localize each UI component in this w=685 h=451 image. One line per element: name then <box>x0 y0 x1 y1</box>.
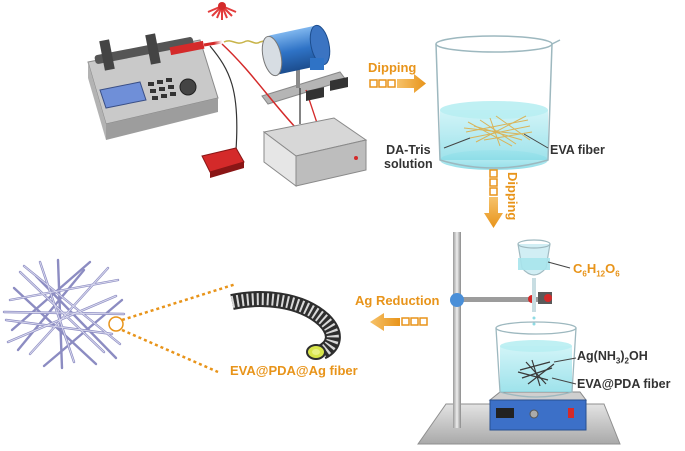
dipping-label-top: Dipping <box>368 60 416 75</box>
silver-ammonia-label: Ag(NH3)2OH <box>577 349 648 366</box>
dipping-label-vertical: Dipping <box>505 172 520 220</box>
eva-pda-ag-fiber <box>230 291 341 360</box>
eva-fiber-label: EVA fiber <box>550 143 605 157</box>
foot-pedal <box>201 147 245 178</box>
syringe-pump <box>87 33 219 140</box>
eva-pda-ag-fiber-label: EVA@PDA@Ag fiber <box>230 363 358 378</box>
dipping-beaker <box>435 35 561 170</box>
glucose-label: C6H12O6 <box>573 261 620 279</box>
da-tris-line2: solution <box>384 156 433 171</box>
rotating-collector <box>261 24 347 105</box>
zoom-circle <box>108 316 124 332</box>
eva-fiber-mat <box>463 115 533 147</box>
ag-reduction-arrow-left <box>370 313 428 331</box>
high-voltage-supply <box>262 77 368 187</box>
electrospinning-setup <box>87 2 368 187</box>
eva-pda-fiber-mat <box>517 359 555 387</box>
da-tris-label: DA-Tris solution <box>384 143 433 172</box>
dipping-arrow-right <box>369 74 426 93</box>
zoom-lines <box>121 282 237 374</box>
eva-pda-fiber-label: EVA@PDA fiber <box>577 377 671 391</box>
da-tris-line1: DA-Tris <box>386 143 431 157</box>
dipping-arrow-down <box>484 169 503 228</box>
reduction-apparatus <box>417 232 621 445</box>
ag-reduction-label: Ag Reduction <box>355 293 440 308</box>
